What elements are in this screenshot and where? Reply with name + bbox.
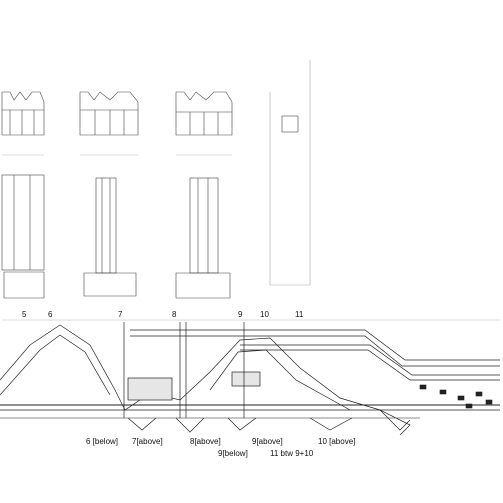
section-marker-5: 5 <box>22 310 27 319</box>
upper-building-blocks <box>1 60 311 299</box>
section-marker-8: 8 <box>172 310 177 319</box>
label-9-below: 9[below] <box>218 449 248 458</box>
section-marker-9: 9 <box>238 310 243 319</box>
label-6-below: 6 [below] <box>86 437 119 446</box>
label-7-above: 7[above] <box>132 437 163 446</box>
label-10-above: 10 [above] <box>318 437 356 446</box>
building-block-2 <box>79 91 139 297</box>
dimension-ticks <box>2 154 500 321</box>
label-11-btw: 11 btw 9+10 <box>270 449 314 458</box>
section-marker-10: 10 <box>260 310 269 319</box>
label-8-above: 8[above] <box>190 437 221 446</box>
lower-section-drawing <box>0 322 500 436</box>
section-marker-11: 11 <box>295 310 304 319</box>
section-marker-6: 6 <box>48 310 53 319</box>
building-block-1 <box>1 91 45 299</box>
terrain-profile <box>0 324 411 436</box>
rail-marks <box>419 384 493 409</box>
building-block-3 <box>175 91 233 299</box>
site-outline <box>269 60 311 286</box>
small-kiosk <box>281 115 299 133</box>
label-9-above: 9[above] <box>252 437 283 446</box>
section-marker-7: 7 <box>118 310 123 319</box>
